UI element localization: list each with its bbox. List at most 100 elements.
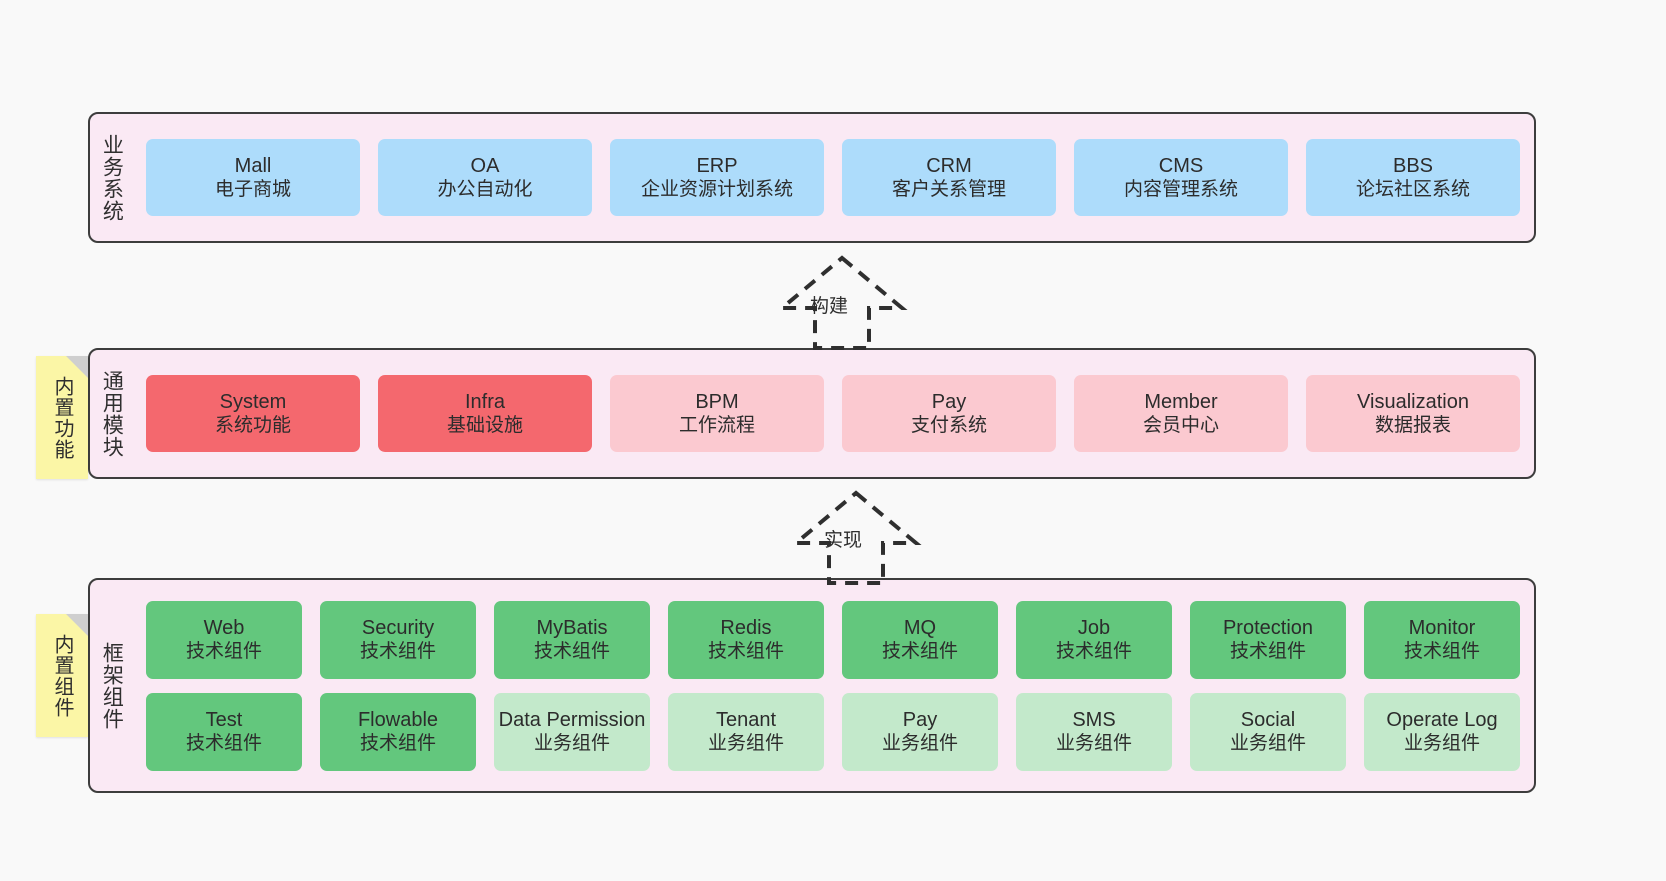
card-subtitle: 技术组件 (881, 641, 958, 663)
card-subtitle: 技术组件 (1403, 641, 1480, 663)
card-cms[interactable]: CMS 内容管理系统 (1074, 139, 1288, 216)
card-subtitle: 技术组件 (359, 641, 436, 663)
card-visualization[interactable]: Visualization 数据报表 (1306, 375, 1520, 452)
card-title: MyBatis (536, 616, 608, 639)
card-title: Monitor (1408, 616, 1476, 639)
arrow-implement-label: 实现 (824, 530, 863, 551)
card-bpm[interactable]: BPM 工作流程 (610, 375, 824, 452)
card-system[interactable]: System 系统功能 (146, 375, 360, 452)
layer-framework-title: 框架组件 (100, 641, 124, 730)
card-monitor[interactable]: Monitor 技术组件 (1364, 600, 1520, 679)
card-operate-log[interactable]: Operate Log 业务组件 (1364, 692, 1520, 771)
card-title: OA (470, 154, 500, 177)
card-subtitle: 业务组件 (707, 733, 784, 755)
layer-framework-body: Web 技术组件 Security 技术组件 MyBatis 技术组件 Redi… (132, 580, 1534, 791)
card-subtitle: 系统功能 (214, 415, 291, 437)
card-title: Flowable (357, 708, 439, 731)
generalization-arrow-implement (766, 487, 946, 592)
arrow-build-label: 构建 (810, 296, 849, 317)
card-subtitle: 论坛社区系统 (1355, 179, 1470, 201)
card-mq[interactable]: MQ 技术组件 (842, 600, 998, 679)
sticky-note-builtin-features: 内置功能 (36, 356, 88, 479)
card-title: Web (203, 616, 245, 639)
layer-business-systems: 业务系统 Mall 电子商城 OA 办公自动化 ERP 企业资源计划系统 CRM… (88, 112, 1536, 243)
card-subtitle: 技术组件 (185, 733, 262, 755)
card-title: MQ (903, 616, 937, 639)
card-pay-component[interactable]: Pay 业务组件 (842, 692, 998, 771)
card-title: Pay (902, 708, 938, 731)
card-tenant[interactable]: Tenant 业务组件 (668, 692, 824, 771)
card-title: Data Permission (498, 708, 646, 731)
card-title: Pay (931, 390, 967, 413)
card-subtitle: 企业资源计划系统 (640, 179, 793, 201)
framework-card-row-1: Web 技术组件 Security 技术组件 MyBatis 技术组件 Redi… (146, 600, 1520, 679)
card-subtitle: 技术组件 (1055, 641, 1132, 663)
layer-business-body: Mall 电子商城 OA 办公自动化 ERP 企业资源计划系统 CRM 客户关系… (132, 114, 1534, 241)
card-title: Operate Log (1386, 708, 1498, 731)
sticky-label: 内置功能 (51, 375, 73, 460)
card-subtitle: 业务组件 (1229, 733, 1306, 755)
card-subtitle: 客户关系管理 (891, 179, 1006, 201)
card-subtitle: 业务组件 (533, 733, 610, 755)
sticky-fold-corner-icon (66, 356, 88, 378)
card-title: Protection (1222, 616, 1314, 639)
card-title: BPM (695, 390, 739, 413)
card-sms[interactable]: SMS 业务组件 (1016, 692, 1172, 771)
card-title: Redis (720, 616, 772, 639)
layer-common-title: 通用模块 (100, 369, 124, 458)
card-web[interactable]: Web 技术组件 (146, 600, 302, 679)
card-redis[interactable]: Redis 技术组件 (668, 600, 824, 679)
card-protection[interactable]: Protection 技术组件 (1190, 600, 1346, 679)
layer-common-modules: 通用模块 System 系统功能 Infra 基础设施 BPM 工作流程 Pay… (88, 348, 1536, 479)
card-social[interactable]: Social 业务组件 (1190, 692, 1346, 771)
card-pay-module[interactable]: Pay 支付系统 (842, 375, 1056, 452)
generalization-arrow-build (752, 252, 932, 357)
card-title: Security (361, 616, 435, 639)
card-title: Social (1240, 708, 1296, 731)
card-title: Member (1144, 390, 1218, 413)
card-subtitle: 业务组件 (1055, 733, 1132, 755)
framework-card-row-2: Test 技术组件 Flowable 技术组件 Data Permission … (146, 692, 1520, 771)
card-member[interactable]: Member 会员中心 (1074, 375, 1288, 452)
card-subtitle: 办公自动化 (437, 179, 533, 201)
layer-common-body: System 系统功能 Infra 基础设施 BPM 工作流程 Pay 支付系统… (132, 350, 1534, 477)
card-infra[interactable]: Infra 基础设施 (378, 375, 592, 452)
card-subtitle: 技术组件 (185, 641, 262, 663)
card-security[interactable]: Security 技术组件 (320, 600, 476, 679)
card-subtitle: 业务组件 (1403, 733, 1480, 755)
card-subtitle: 支付系统 (910, 415, 987, 437)
card-title: Job (1077, 616, 1111, 639)
card-title: BBS (1392, 154, 1434, 177)
card-title: CMS (1158, 154, 1204, 177)
card-mybatis[interactable]: MyBatis 技术组件 (494, 600, 650, 679)
card-job[interactable]: Job 技术组件 (1016, 600, 1172, 679)
card-title: ERP (696, 154, 738, 177)
card-subtitle: 技术组件 (707, 641, 784, 663)
card-test[interactable]: Test 技术组件 (146, 692, 302, 771)
card-subtitle: 技术组件 (359, 733, 436, 755)
card-oa[interactable]: OA 办公自动化 (378, 139, 592, 216)
common-card-row: System 系统功能 Infra 基础设施 BPM 工作流程 Pay 支付系统… (146, 375, 1520, 452)
card-subtitle: 内容管理系统 (1123, 179, 1238, 201)
layer-business-title: 业务系统 (100, 133, 124, 222)
card-subtitle: 会员中心 (1142, 415, 1219, 437)
card-subtitle: 技术组件 (1229, 641, 1306, 663)
card-subtitle: 技术组件 (533, 641, 610, 663)
card-bbs[interactable]: BBS 论坛社区系统 (1306, 139, 1520, 216)
card-data-permission[interactable]: Data Permission 业务组件 (494, 692, 650, 771)
sticky-fold-corner-icon (66, 614, 88, 636)
card-erp[interactable]: ERP 企业资源计划系统 (610, 139, 824, 216)
sticky-note-builtin-components: 内置组件 (36, 614, 88, 737)
card-title: System (219, 390, 287, 413)
business-card-row: Mall 电子商城 OA 办公自动化 ERP 企业资源计划系统 CRM 客户关系… (146, 139, 1520, 216)
card-subtitle: 电子商城 (214, 179, 291, 201)
card-title: Infra (464, 390, 506, 413)
card-title: Mall (234, 154, 272, 177)
card-title: SMS (1072, 708, 1116, 731)
card-crm[interactable]: CRM 客户关系管理 (842, 139, 1056, 216)
card-subtitle: 工作流程 (678, 415, 755, 437)
card-title: CRM (926, 154, 972, 177)
card-mall[interactable]: Mall 电子商城 (146, 139, 360, 216)
card-flowable[interactable]: Flowable 技术组件 (320, 692, 476, 771)
